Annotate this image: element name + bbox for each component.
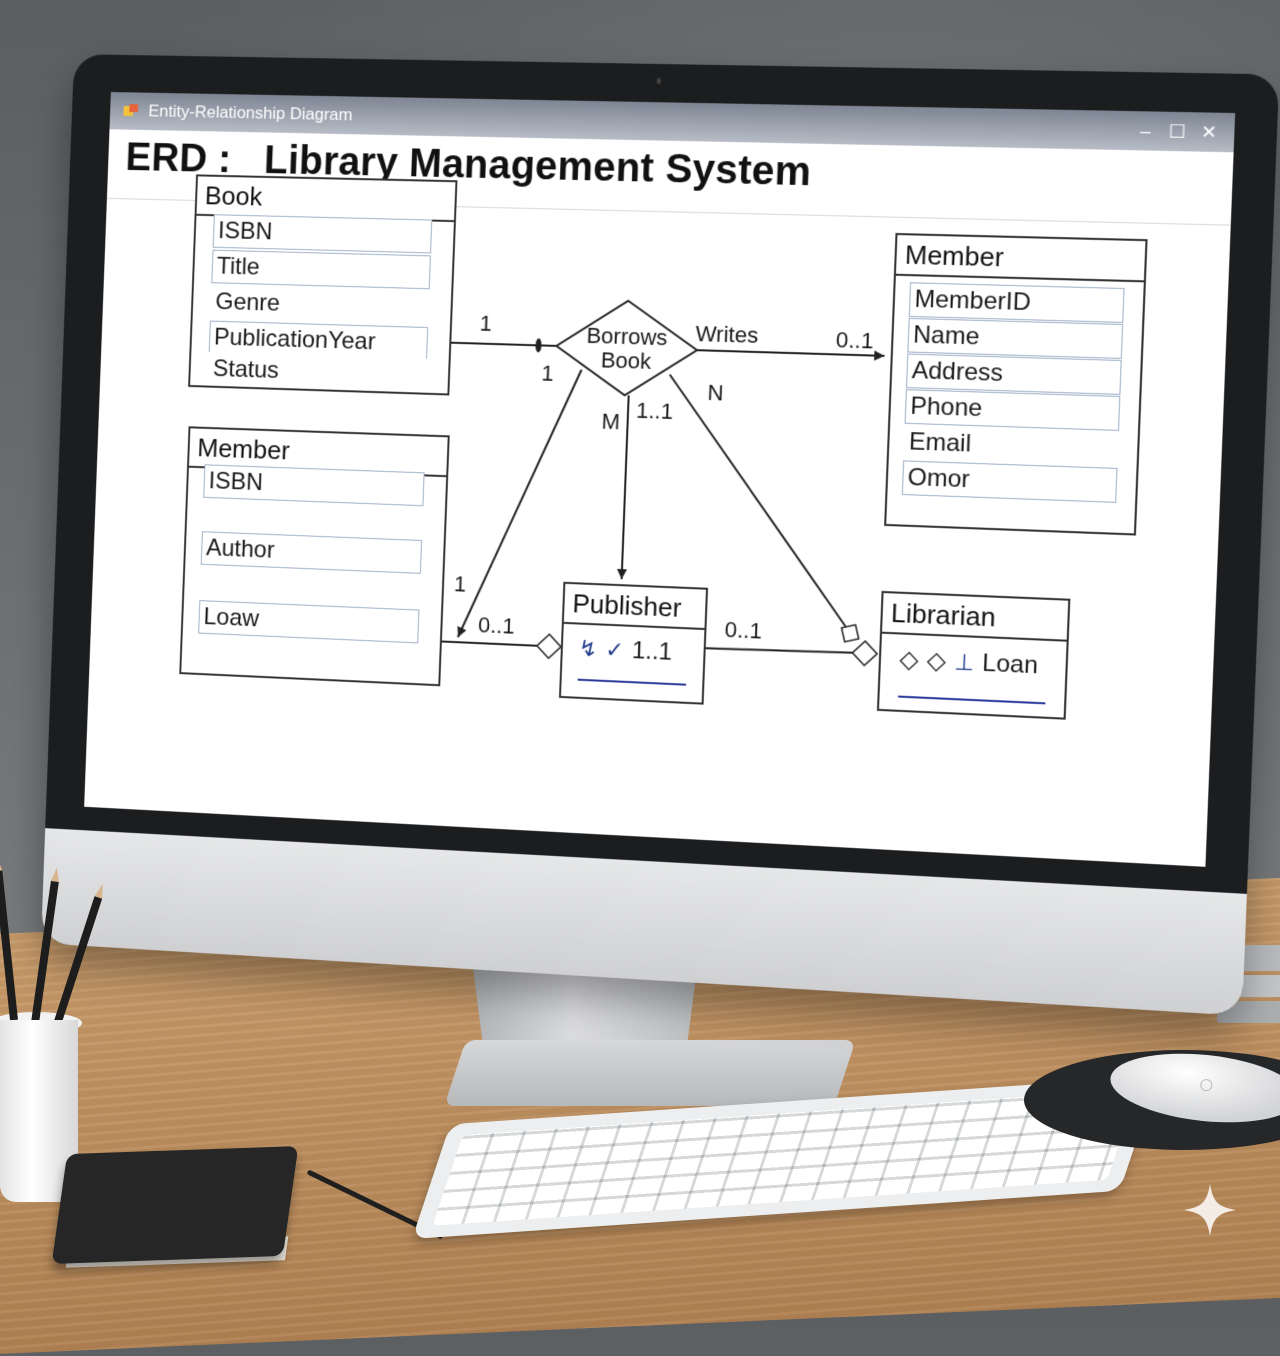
sparkle-icon xyxy=(1184,1184,1236,1236)
attribute-status: Status xyxy=(207,352,427,393)
cardinality-label: 0..1 xyxy=(835,326,874,354)
underline xyxy=(898,695,1046,705)
publisher-cardinality: 1..1 xyxy=(631,636,673,666)
relationship-to-publisher-line xyxy=(622,395,629,579)
relationship-line2: Book xyxy=(600,347,652,374)
librarian-loan: Loan xyxy=(981,648,1039,679)
erd-connectors xyxy=(84,92,1235,867)
diamond-icon xyxy=(537,634,562,659)
attribute-name: Name xyxy=(907,317,1124,359)
writes-label: Writes xyxy=(695,320,759,348)
monitor-stand-base xyxy=(444,1040,856,1106)
attribute-isbn: ISBN xyxy=(203,464,425,507)
key-icon: ⊥ xyxy=(953,648,975,675)
attribute-title: Title xyxy=(211,249,431,290)
relationship-label: Borrows Book xyxy=(575,323,677,374)
cardinality-label: 0..1 xyxy=(477,612,516,639)
cardinality-label: 1 xyxy=(453,571,467,597)
monitor: Entity-Relationship Diagram – ☐ ✕ ERD : … xyxy=(41,54,1279,1016)
relationship-line1: Borrows xyxy=(586,322,668,351)
entity-member-left[interactable]: Member ISBN Author Loaw xyxy=(179,426,450,687)
diamond-icon: ◇ xyxy=(926,646,947,676)
camera-icon xyxy=(656,78,661,85)
diamond-icon xyxy=(842,625,859,642)
notebook xyxy=(51,1146,299,1264)
cardinality-label: 1 xyxy=(479,310,493,336)
relation-glyph-icon: ↯ xyxy=(578,635,598,662)
diamond-icon: ◇ xyxy=(899,645,920,675)
cardinality-tick-icon xyxy=(535,338,542,353)
entity-member-right[interactable]: Member MemberID Name Address Phone Email… xyxy=(884,232,1148,536)
entity-title: Member xyxy=(895,235,1146,283)
publisher-row: ↯ ✓ 1..1 xyxy=(578,635,672,667)
attribute-genre: Genre xyxy=(209,285,430,326)
publisher-to-librarian-line xyxy=(700,646,853,655)
entity-librarian[interactable]: Librarian ◇ ◇ ⊥ Loan xyxy=(876,590,1071,720)
cardinality-label: 0..1 xyxy=(724,616,763,644)
member-to-publisher-line xyxy=(442,641,537,645)
attribute-address: Address xyxy=(905,353,1122,395)
attribute-member-id: MemberID xyxy=(908,282,1125,323)
entity-publisher[interactable]: Publisher ↯ ✓ 1..1 xyxy=(558,581,709,705)
entity-book[interactable]: Book ISBN Title Genre PublicationYear St… xyxy=(188,174,458,396)
checkmark-icon: ✓ xyxy=(604,636,625,663)
attribute-author: Author xyxy=(200,531,423,574)
entity-title: Publisher xyxy=(563,583,706,631)
attribute-omor: Omor xyxy=(901,460,1118,503)
cardinality-label: M xyxy=(601,408,621,435)
diamond-icon xyxy=(852,641,878,666)
entity-title: Librarian xyxy=(881,593,1069,642)
cardinality-label: N xyxy=(707,379,725,406)
attribute-loaw: Loaw xyxy=(198,600,420,644)
attribute-isbn: ISBN xyxy=(212,214,433,254)
borrows-book-diamond xyxy=(555,299,699,398)
cardinality-label: 1 xyxy=(540,360,555,386)
attribute-phone: Phone xyxy=(904,389,1121,431)
cardinality-label: 1..1 xyxy=(635,397,674,425)
librarian-row: ◇ ◇ ⊥ Loan xyxy=(899,645,1039,681)
screen: Entity-Relationship Diagram – ☐ ✕ ERD : … xyxy=(84,92,1235,867)
underline xyxy=(577,678,687,686)
